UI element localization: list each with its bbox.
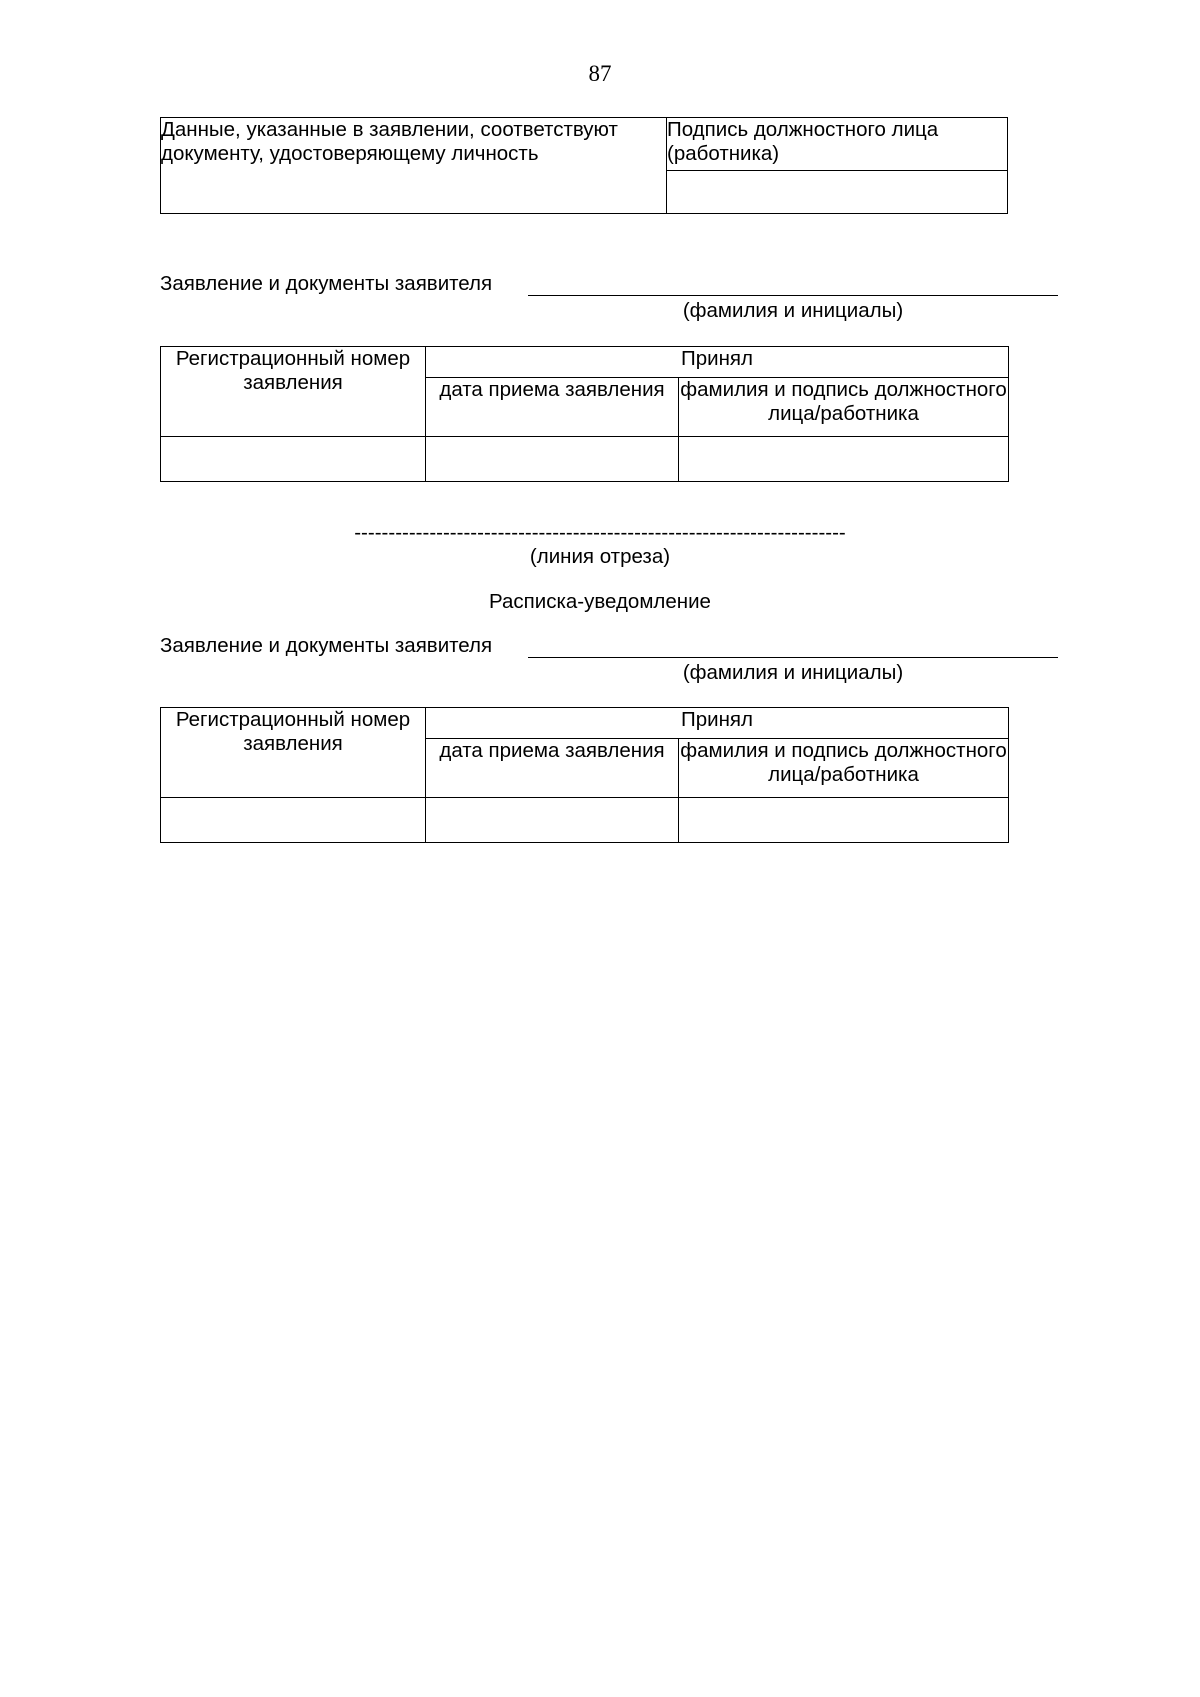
reg-number-header-top: Регистрационный номер заявления	[160, 346, 426, 437]
statement-label-bottom: Заявление и документы заявителя	[160, 634, 493, 657]
reg-number-field-top[interactable]	[160, 436, 426, 482]
identity-confirmation-table: Данные, указанные в заявлении, соответст…	[160, 117, 1008, 214]
accepted-header-bottom: Принял	[424, 707, 1010, 739]
table-row: Регистрационный номер заявления Принял	[160, 346, 1010, 437]
cut-line-label: (линия отреза)	[529, 545, 671, 568]
reg-number-header-bottom: Регистрационный номер заявления	[160, 707, 426, 798]
table-row: дата приема заявления фамилия и подпись …	[161, 738, 1010, 798]
statement-label-top: Заявление и документы заявителя	[160, 272, 493, 295]
cut-dashed-line: ----------------------------------------…	[354, 523, 846, 544]
receipt-table-bottom: Регистрационный номер заявления Принял д…	[160, 707, 1010, 843]
name-field-bottom[interactable]	[677, 797, 1010, 843]
statement-fill-rule-top[interactable]	[528, 295, 1058, 296]
date-field-bottom[interactable]	[425, 797, 679, 843]
accepted-header-top: Принял	[424, 346, 1010, 378]
table-row	[160, 436, 1010, 482]
fill-hint-bottom: (фамилия и инициалы)	[682, 661, 904, 684]
receipt-notice-title: Расписка-уведомление	[489, 590, 711, 613]
date-header-top: дата приема заявления	[425, 377, 679, 437]
reg-number-field-bottom[interactable]	[160, 797, 426, 843]
table-row	[161, 170, 1008, 214]
fill-hint-top: (фамилия и инициалы)	[682, 299, 904, 322]
name-field-top[interactable]	[677, 436, 1010, 482]
signature-official-field[interactable]	[666, 170, 1008, 214]
table-row: Регистрационный номер заявления Принял	[160, 707, 1010, 798]
date-header-bottom: дата приема заявления	[425, 738, 679, 798]
identity-confirmation-text: Данные, указанные в заявлении, соответст…	[160, 117, 667, 214]
statement-fill-rule-bottom[interactable]	[528, 657, 1058, 658]
date-field-top[interactable]	[425, 436, 679, 482]
page-number: 87	[588, 61, 612, 86]
table-row	[160, 797, 1010, 843]
name-header-top: фамилия и подпись должностного лица/рабо…	[677, 377, 1010, 437]
receipt-table-top: Регистрационный номер заявления Принял д…	[160, 346, 1010, 482]
signature-official-label: Подпись должностного лица (работника)	[666, 117, 1008, 171]
name-header-bottom: фамилия и подпись должностного лица/рабо…	[677, 738, 1010, 798]
table-row: Данные, указанные в заявлении, соответст…	[160, 117, 1008, 214]
